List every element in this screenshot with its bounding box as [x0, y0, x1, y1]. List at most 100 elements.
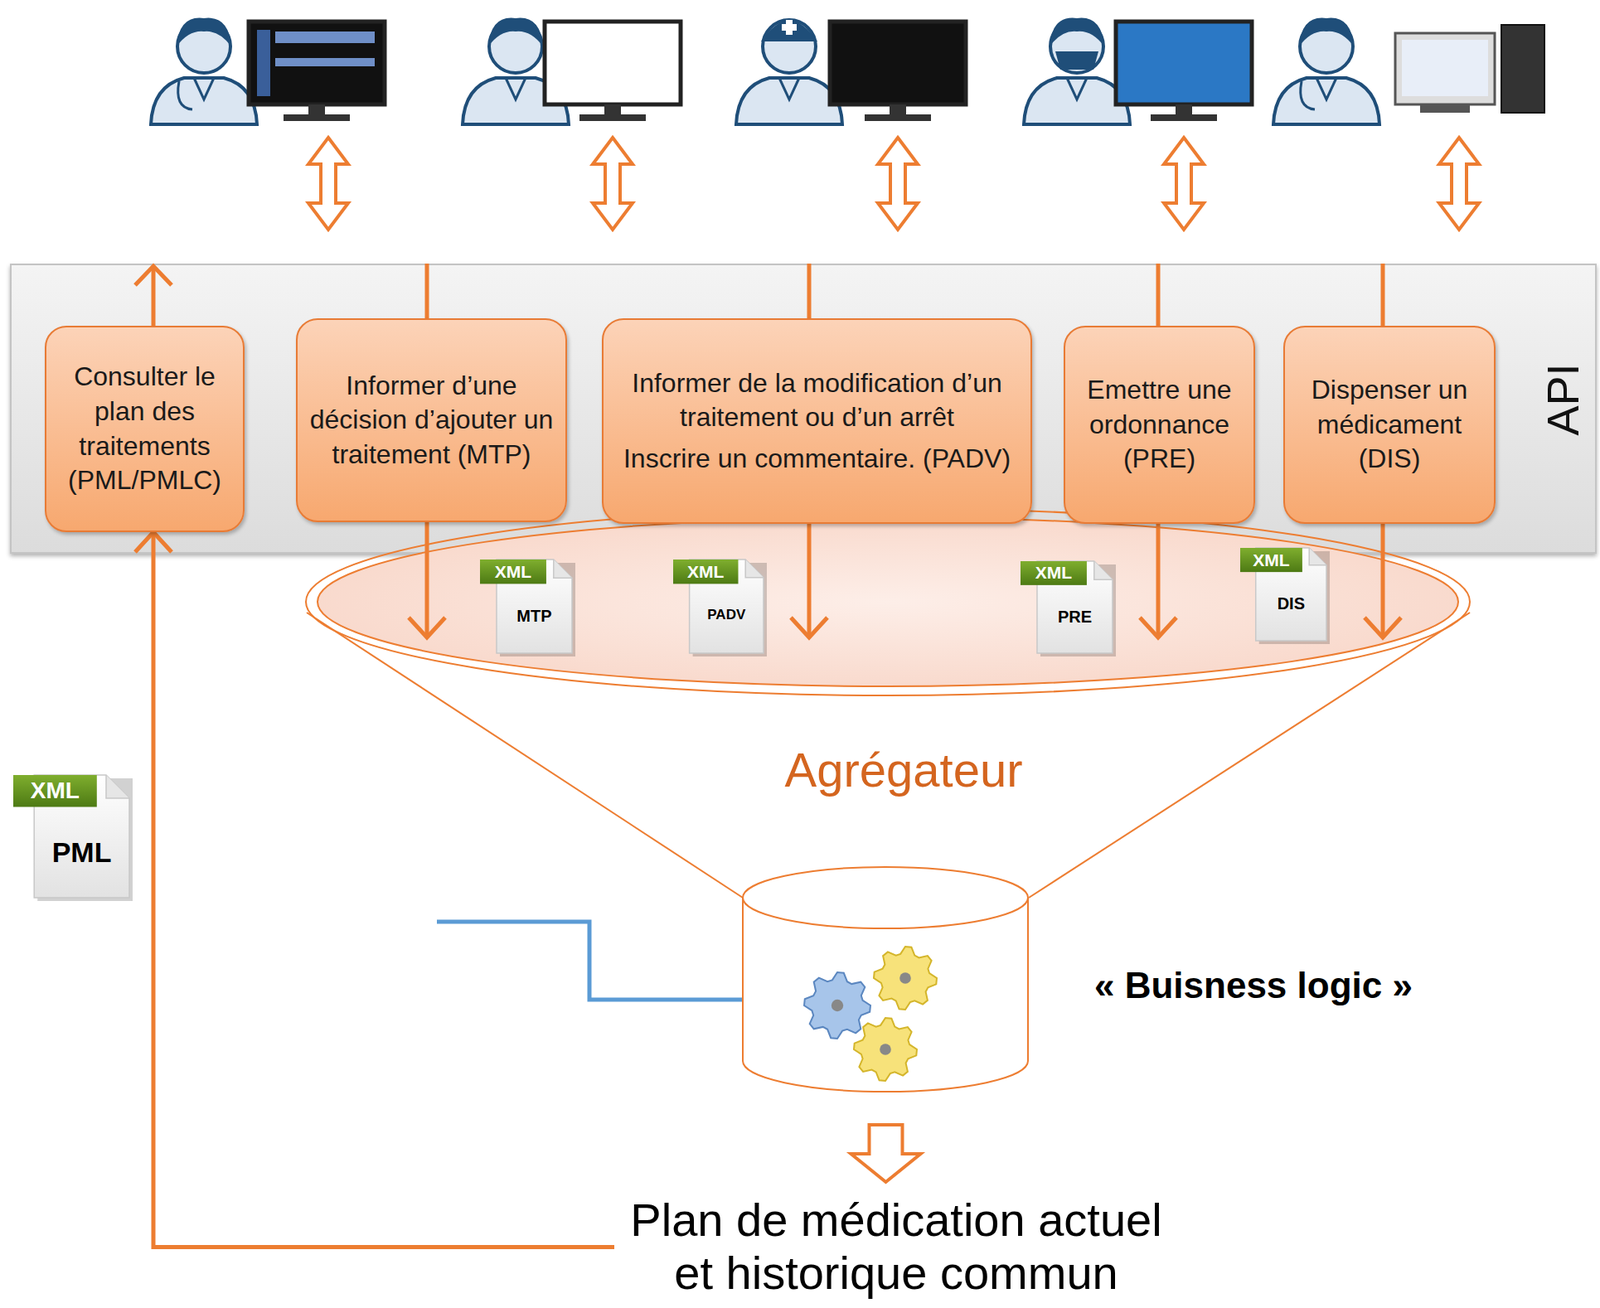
- plan-text: Plan de médication actuel et historique …: [614, 1193, 1179, 1301]
- box-text: Informer de la modification d’un traitem…: [611, 366, 1023, 436]
- aggregator-region: Agrégateur: [397, 637, 1410, 804]
- connector: [851, 1124, 922, 1183]
- person-hair: [488, 18, 544, 47]
- api-input-line: [1381, 263, 1386, 326]
- person-hair: [1299, 18, 1354, 47]
- gear-hub: [879, 1043, 892, 1056]
- connector: [790, 523, 828, 638]
- person-collar: [193, 77, 214, 100]
- person-collar: [505, 77, 526, 100]
- xml-tag: XML: [480, 559, 547, 584]
- doc-fold: [1309, 547, 1327, 566]
- doc-name: PML: [33, 836, 130, 869]
- xml-tab: [673, 559, 738, 584]
- process-box: Informer d’une décision d’ajouter un tra…: [295, 318, 568, 523]
- person-hair: [1049, 18, 1105, 47]
- person-head: [762, 19, 816, 73]
- connector: [1139, 523, 1177, 638]
- arrow-head: [1139, 617, 1177, 638]
- monitor-neck: [308, 104, 325, 117]
- doc-name: MTP: [496, 606, 573, 626]
- gear-hub: [831, 999, 844, 1012]
- stethoscope: [178, 81, 193, 110]
- arrow-head: [1364, 617, 1402, 638]
- api-output-line: [151, 266, 156, 326]
- box-text: Emettre une ordonnance (PRE): [1073, 373, 1246, 477]
- connector-line: [807, 523, 812, 638]
- process-box: Consulter le plan des traitements (PML/P…: [44, 325, 245, 533]
- api-input-line: [425, 263, 430, 319]
- doc-name: PRE: [1037, 607, 1113, 627]
- surgeon-mask: [1055, 51, 1099, 70]
- xml-tab: [1020, 561, 1087, 586]
- process-box: Informer de la modification d’un traitem…: [601, 318, 1033, 524]
- api-input-line: [1156, 263, 1161, 326]
- xml-tag: XML: [1020, 561, 1087, 586]
- logic-heading: « Buisness logic »: [1094, 964, 1413, 1007]
- box-content: Dispenser un médicament (DIS): [1293, 373, 1486, 477]
- connector-line: [153, 532, 615, 1247]
- connector: [408, 522, 446, 638]
- aggregator-title: Agrégateur: [397, 741, 1410, 798]
- pc-tower: [1501, 24, 1545, 113]
- monitor-foot: [864, 114, 931, 122]
- doc-fold: [553, 559, 573, 578]
- xml-tab: [480, 559, 547, 584]
- monitor-foot: [283, 114, 350, 122]
- xml-tab: [13, 775, 97, 807]
- connector-line: [1381, 523, 1386, 638]
- person-body: [1273, 77, 1380, 125]
- double-arrow: [1163, 137, 1204, 230]
- process-box: Emettre une ordonnance (PRE): [1063, 325, 1256, 524]
- api-band: API Consulter le plan des traitements (PM…: [9, 263, 1597, 554]
- xml-tab: [1240, 547, 1303, 573]
- logic-cylinder: « Buisness logic »: [742, 867, 1029, 1092]
- monitor-foot: [579, 114, 646, 122]
- connector: [1364, 523, 1402, 638]
- box-text: Inscrire un commentaire. (PADV): [611, 441, 1023, 477]
- box-content: Informer d’une décision d’ajouter un tra…: [305, 368, 558, 473]
- pc-monitor: [1395, 33, 1495, 105]
- box-text: Consulter le plan des traitements (PML/P…: [54, 359, 235, 498]
- double-arrow: [877, 137, 918, 230]
- screen-panel: [256, 29, 271, 97]
- doc-fold: [106, 775, 130, 799]
- cap-cross: [781, 24, 797, 31]
- arrow-head: [135, 532, 172, 553]
- doc-name: DIS: [1255, 594, 1327, 614]
- xml-tag: XML: [13, 775, 97, 807]
- band-label: API: [1536, 363, 1589, 436]
- box-content: Informer de la modification d’un traitem…: [611, 366, 1023, 477]
- plan-text-box: Plan de médication actuel et historique …: [614, 1193, 1179, 1301]
- connector-line: [425, 522, 430, 638]
- arrow-head: [408, 617, 446, 638]
- double-arrow: [1439, 137, 1479, 230]
- monitor-screen: [544, 21, 681, 105]
- person-collar: [1066, 77, 1087, 100]
- funnel-rim: [305, 508, 1470, 696]
- doc-name: PADV: [689, 606, 764, 624]
- doc-fold: [745, 559, 764, 578]
- double-arrow: [592, 137, 633, 230]
- box-content: Emettre une ordonnance (PRE): [1073, 373, 1246, 477]
- gear: [853, 1018, 917, 1082]
- monitor-neck: [889, 104, 907, 117]
- person-collar: [779, 77, 800, 100]
- gear: [804, 972, 871, 1039]
- nurse-cap: [761, 20, 818, 42]
- gear-hub: [899, 972, 912, 985]
- monitor-neck: [604, 104, 621, 117]
- monitor-neck: [1175, 104, 1193, 117]
- person-hair: [176, 18, 232, 47]
- pc-stand: [1420, 104, 1470, 113]
- screen-panel: [275, 31, 375, 44]
- box-content: Consulter le plan des traitements (PML/P…: [54, 359, 235, 498]
- box-text: Dispenser un médicament (DIS): [1293, 373, 1486, 477]
- monitor-screen: [829, 21, 966, 105]
- doc-fold: [1094, 561, 1113, 580]
- process-box: Dispenser un médicament (DIS): [1283, 325, 1496, 524]
- hollow-arrow: [851, 1124, 922, 1183]
